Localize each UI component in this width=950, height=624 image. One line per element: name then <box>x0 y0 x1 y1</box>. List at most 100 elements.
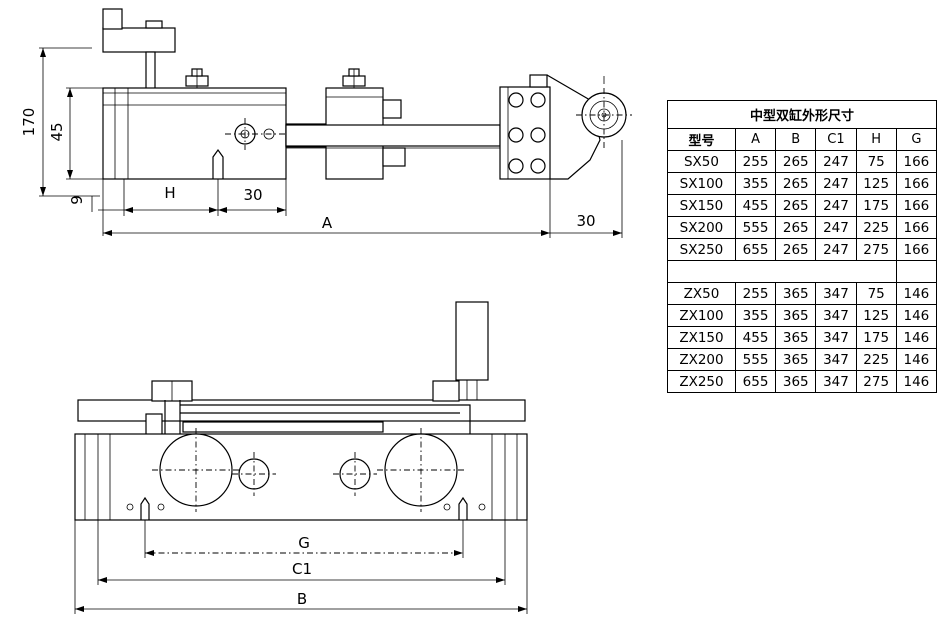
cell-model: SX150 <box>667 194 736 217</box>
top-plate <box>77 399 526 422</box>
cell-H: 125 <box>855 304 897 327</box>
cell-C1: 247 <box>815 172 857 195</box>
cell-H: 75 <box>855 150 897 173</box>
cell-model: SX100 <box>667 172 736 195</box>
cell-B: 265 <box>775 238 817 261</box>
cell-B: 265 <box>775 194 817 217</box>
table-row: ZX200 555 365 347 225 146 <box>667 348 938 371</box>
cell-A: 355 <box>734 304 777 327</box>
header-B: B <box>775 128 817 151</box>
cell-G: 146 <box>895 348 938 371</box>
cell-C1: 347 <box>815 370 857 393</box>
header-A: A <box>734 128 777 151</box>
cell-B: 265 <box>775 172 817 195</box>
cell-H: 275 <box>855 370 897 393</box>
cell-G: 166 <box>895 216 938 239</box>
cell-B: 265 <box>775 216 817 239</box>
header-model: 型号 <box>667 128 736 151</box>
cell-model: ZX250 <box>667 370 736 393</box>
cell-B: 365 <box>775 282 817 305</box>
cell-H: 225 <box>855 216 897 239</box>
solenoid-box <box>102 27 176 53</box>
cell-G: 166 <box>895 172 938 195</box>
header-H: H <box>855 128 897 151</box>
table-row: SX250 655 265 247 275 166 <box>667 238 938 261</box>
cell-A: 655 <box>734 238 777 261</box>
cell-A: 355 <box>734 172 777 195</box>
cell-B: 265 <box>775 150 817 173</box>
cell-G: 146 <box>895 282 938 305</box>
cell-A: 555 <box>734 216 777 239</box>
cell-model: SX250 <box>667 238 736 261</box>
front-view: G C1 B <box>74 301 528 614</box>
cell-A: 455 <box>734 326 777 349</box>
dim-9: 9 <box>68 195 86 205</box>
cell-C1: 247 <box>815 194 857 217</box>
cell-C1: 347 <box>815 282 857 305</box>
dim-30: 30 <box>243 186 262 204</box>
cell-H: 175 <box>855 326 897 349</box>
table-row: SX50 255 265 247 75 166 <box>667 150 938 173</box>
cell-model: SX200 <box>667 216 736 239</box>
cell-B: 365 <box>775 370 817 393</box>
cell-G: 166 <box>895 150 938 173</box>
table-row: ZX250 655 365 347 275 146 <box>667 370 938 393</box>
spacer-row <box>667 260 938 283</box>
cell-H: 75 <box>855 282 897 305</box>
cell-A: 455 <box>734 194 777 217</box>
cell-C1: 347 <box>815 304 857 327</box>
dim-H: H <box>164 184 175 202</box>
cell-model: ZX50 <box>667 282 736 305</box>
cell-G: 146 <box>895 326 938 349</box>
table-row: ZX150 455 365 347 175 146 <box>667 326 938 349</box>
cell-H: 125 <box>855 172 897 195</box>
cell-B: 365 <box>775 348 817 371</box>
cell-C1: 247 <box>815 216 857 239</box>
cell-model: ZX150 <box>667 326 736 349</box>
cell-A: 255 <box>734 150 777 173</box>
header-C1: C1 <box>815 128 857 151</box>
front-solenoid <box>455 301 489 381</box>
spacer-cell <box>667 260 897 283</box>
dim-45: 45 <box>48 122 66 141</box>
cell-A: 255 <box>734 282 777 305</box>
cell-G: 166 <box>895 238 938 261</box>
cell-G: 146 <box>895 304 938 327</box>
cell-B: 365 <box>775 326 817 349</box>
table-header-row: 型号 A B C1 H G <box>667 128 938 151</box>
dim-G: G <box>298 534 310 552</box>
dimension-table: 中型双缸外形尺寸 型号 A B C1 H G SX50 255 265 247 … <box>667 100 938 393</box>
cylinder-body <box>102 87 287 180</box>
cell-model: SX50 <box>667 150 736 173</box>
table-row: ZX100 355 365 347 125 146 <box>667 304 938 327</box>
spacer-cell <box>895 260 938 283</box>
dim-170: 170 <box>20 108 38 137</box>
cell-G: 166 <box>895 194 938 217</box>
cell-H: 275 <box>855 238 897 261</box>
table-row: SX200 555 265 247 225 166 <box>667 216 938 239</box>
table-row: ZX50 255 365 347 75 146 <box>667 282 938 305</box>
header-G: G <box>895 128 938 151</box>
side-view: 170 45 9 H 30 A 30 <box>20 8 632 238</box>
dim-A: A <box>322 214 333 232</box>
cell-C1: 247 <box>815 238 857 261</box>
cell-model: ZX100 <box>667 304 736 327</box>
lever-arm <box>285 124 501 147</box>
cell-B: 365 <box>775 304 817 327</box>
dim-30-right: 30 <box>576 212 595 230</box>
cell-G: 146 <box>895 370 938 393</box>
cell-A: 655 <box>734 370 777 393</box>
table-row: SX150 455 265 247 175 166 <box>667 194 938 217</box>
cell-C1: 347 <box>815 348 857 371</box>
table-title: 中型双缸外形尺寸 <box>667 100 937 129</box>
dim-C1: C1 <box>292 560 312 578</box>
cell-H: 175 <box>855 194 897 217</box>
cell-model: ZX200 <box>667 348 736 371</box>
table-row: SX100 355 265 247 125 166 <box>667 172 938 195</box>
cell-C1: 247 <box>815 150 857 173</box>
cell-H: 225 <box>855 348 897 371</box>
dim-B: B <box>297 590 307 608</box>
cell-A: 555 <box>734 348 777 371</box>
cell-C1: 347 <box>815 326 857 349</box>
